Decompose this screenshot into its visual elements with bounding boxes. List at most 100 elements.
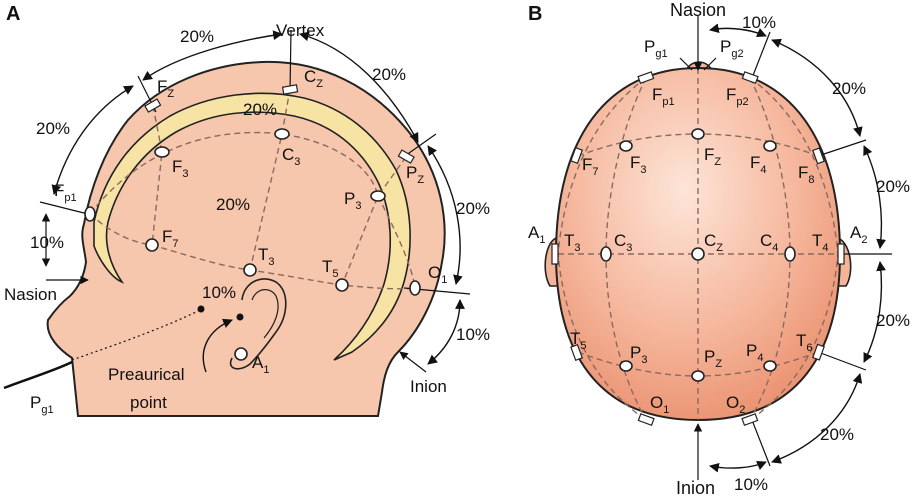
electrode-f7-b [570,146,584,165]
label-t3-a: T3 [258,245,275,268]
electrode-f3-b [619,140,633,152]
label-a2-b: A2 [850,223,867,246]
label-fp1-b: Fp1 [652,85,675,108]
arc-fp1-fz [51,85,134,195]
label-a1-a: A1 [252,353,269,376]
label-c3-a: C3 [282,145,300,168]
electrode-c3-b [600,246,612,262]
electrode-o2-b [741,413,759,426]
label-t4-b: T4 [812,231,829,254]
ear-inner [251,289,279,339]
electrode-fz-a [144,98,162,113]
line-p-chain [341,156,407,286]
label-c3-b: C3 [614,231,632,254]
electrode-pz-a [397,149,415,164]
electrode-f7-a [145,238,159,252]
arc-top-10 [709,23,767,38]
panel-a-side-view: A [3,3,490,417]
line-sagittal-inner [89,131,379,215]
cz-ref-line [289,29,292,93]
electrode-t5-b [570,343,584,362]
label-p4-b: P4 [746,341,763,364]
label-pg2-b: Pg2 [720,37,744,60]
label-fp2-b: Fp2 [726,85,749,108]
pg2-pointer-b [703,57,717,71]
nasion-label-b: Nasion [670,0,726,20]
label-cz-a: CZ [304,67,323,90]
arc-bottom-right-20 [771,373,863,464]
electrode-o1-b [637,413,655,426]
electrode-a2-b [837,243,845,265]
label-o1-a: O1 [428,263,447,286]
electrode-pz-b [691,370,705,382]
electrode-p3-a [370,190,386,202]
pct-right-upper-b: 20% [832,79,866,98]
inion-label-b: Inion [676,478,715,496]
label-f3-a: F3 [172,157,189,180]
label-p3-b: P3 [630,343,647,366]
label-p3-a: P3 [344,189,361,212]
nasion-label-a: Nasion [4,285,57,304]
pg1-lead [3,360,73,390]
pct-inion-10: 10% [456,325,490,344]
label-o1-b: O1 [650,393,669,416]
electrode-fp1-a [84,206,96,222]
inion-label-a: Inion [410,377,447,396]
pct-bottom-b: 10% [734,475,768,494]
pct-nasion-10: 10% [30,233,64,252]
electrode-f4-b [763,140,777,152]
electrode-t3-a [243,263,257,277]
label-pg1-a: Pg1 [30,393,54,416]
pct-fz-cz: 20% [180,27,214,46]
pct-fp1-fz: 20% [36,119,70,138]
label-f4-b: F4 [750,153,767,176]
electrode-t6-b [812,343,825,361]
arc-right-mid-20 [863,145,886,249]
label-pz-b: PZ [704,347,722,370]
label-t5-b: T5 [570,329,587,352]
fp2-ref-line [751,31,771,79]
electrode-a1-a [234,347,248,361]
pg1-dotted-line [71,309,201,361]
label-t5-a: T5 [322,257,339,280]
inion-arrow [399,351,427,373]
pct-cz-pz: 20% [372,65,406,84]
arc-right-upper-20 [771,38,863,137]
preauricular-label-2: point [130,393,167,412]
label-pg1-b: Pg1 [644,37,668,60]
pct-preauricular-10: 10% [202,283,236,302]
electrode-p4-b [763,360,777,372]
label-fz-a: FZ [157,77,174,100]
electrode-f8-b [812,147,825,165]
pct-pz-o1: 20% [456,199,490,218]
electrode-fp1-b [637,71,655,84]
pg1-pointer-b [679,57,693,71]
electrode-a1-b [551,243,559,265]
electrode-f3-a [154,146,170,158]
preauricular-arrow [202,318,233,373]
label-f3-b: F3 [630,153,647,176]
vertex-label: Vertex [276,21,325,40]
pct-inner: 20% [243,100,277,119]
label-pz-a: PZ [406,163,424,186]
pct-top-b: 10% [742,13,776,32]
panel-b-label: B [528,3,542,25]
label-t3-b: T3 [564,231,581,254]
label-f7-a: F7 [162,227,179,250]
line-f-chain [151,105,163,246]
pct-f3-c3: 20% [216,195,250,214]
panel-b-top-view: B [528,0,910,496]
label-f7-b: F7 [582,155,599,178]
label-t6-b: T6 [796,331,813,354]
electrode-c3-a [274,128,290,140]
electrode-p3-b [619,360,633,372]
f8-ref-line [817,139,867,157]
o2-ref-line [751,419,771,467]
electrode-t5-a [335,278,349,292]
electrode-cz-b [691,247,705,261]
label-fz-b: FZ [704,145,721,168]
label-fp1-a: Fp1 [54,181,77,204]
label-cz-b: CZ [704,231,723,254]
preauricular-label-1: Preaurical [108,365,185,384]
